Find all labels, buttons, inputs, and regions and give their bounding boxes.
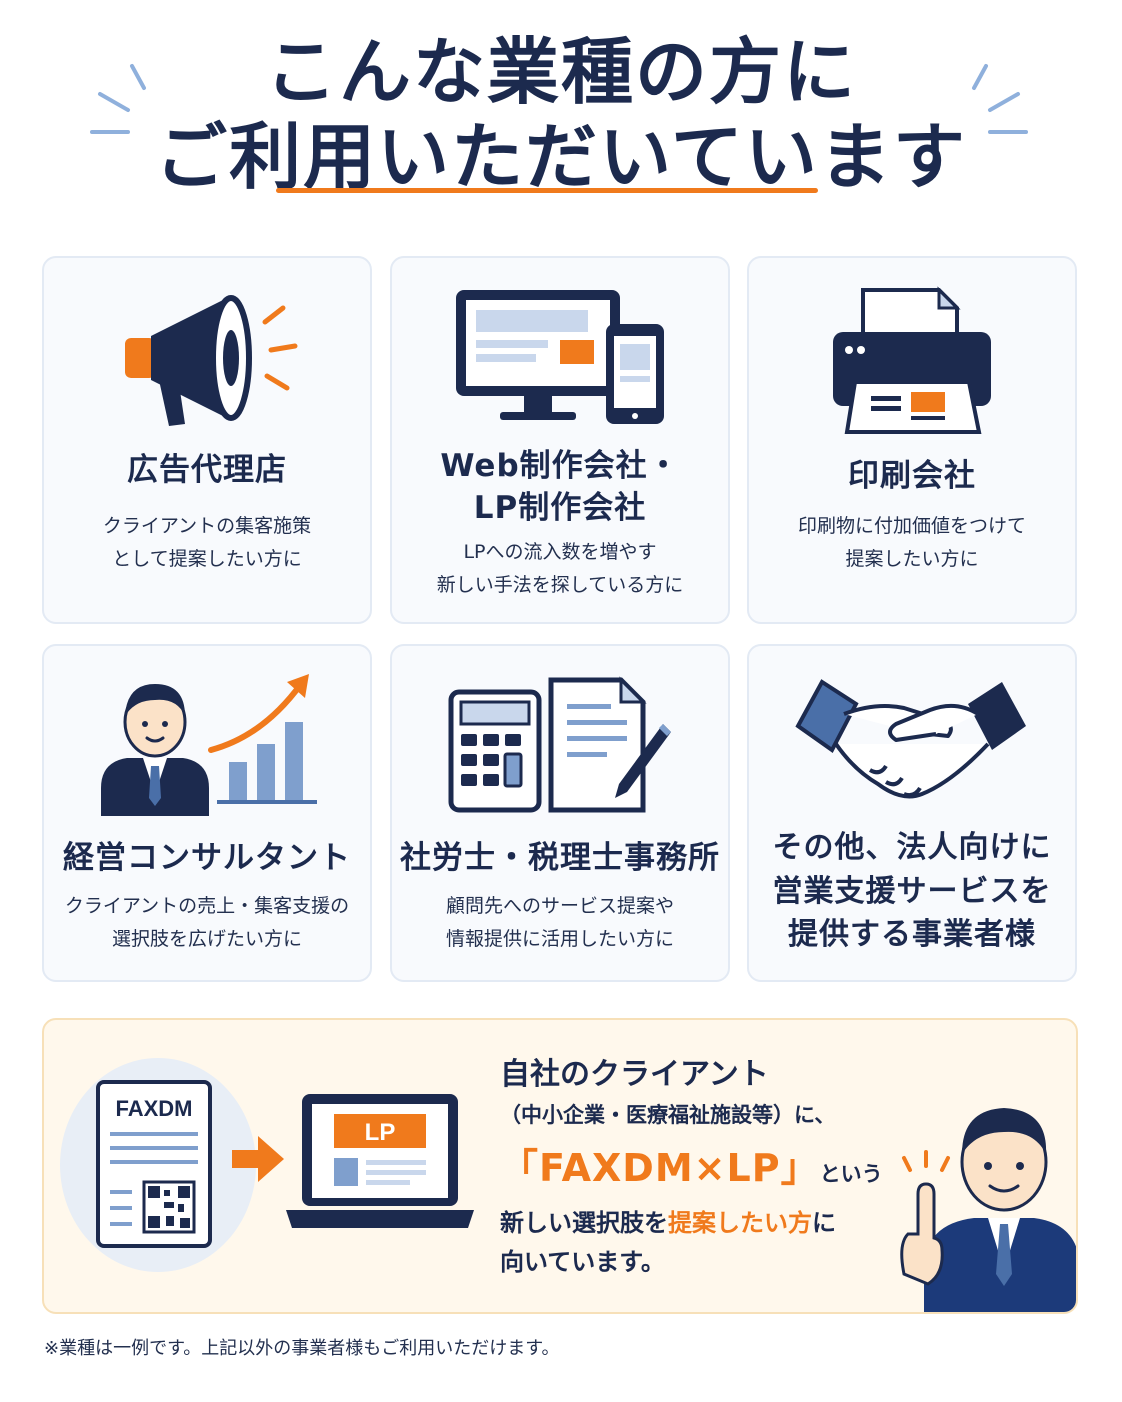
banner-highlight-suggest: 提案したい方 [668, 1208, 812, 1237]
consultant-growth-icon [101, 674, 317, 816]
card-description: LPへの流入数を増やす 新しい手法を探している方に [436, 541, 684, 597]
title-line-2: ご利用いただいています [155, 114, 967, 199]
header: こんな業種の方に ご利用いただいています [0, 30, 1122, 200]
card-title: Web制作会社・ LP制作会社 [440, 448, 680, 526]
banner-line-3: 「FAXDM×LP」という [500, 1145, 883, 1190]
card-description: 顧問先へのサービス提案や 情報提供に活用したい方に [445, 895, 674, 951]
handshake-icon [795, 679, 1026, 799]
card-title: 経営コンサルタント [63, 840, 351, 876]
footnote: ※業種は一例です。上記以外の事業者様もご利用いただけます。 [44, 1338, 560, 1359]
faxdm-document-icon: FAXDM [96, 1080, 212, 1248]
card-description: クライアントの売上・集客支援の 選択肢を広げたい方に [64, 895, 350, 951]
qr-code-icon [142, 1180, 196, 1234]
card-title: その他、法人向けに 営業支援サービスを 提供する事業者様 [772, 830, 1052, 952]
title-line-1: こんな業種の方に [264, 30, 857, 114]
printer-icon [833, 286, 991, 434]
card-printing: 印刷会社 印刷物に付加価値をつけて 提案したい方に [747, 256, 1077, 624]
card-tax-office: 社労士・税理士事務所 顧問先へのサービス提案や 情報提供に活用したい方に [390, 644, 730, 982]
banner-line-5: 向いています。 [500, 1248, 665, 1277]
businessman-pointing-icon [900, 1108, 1076, 1312]
card-web-production: Web制作会社・ LP制作会社 LPへの流入数を増やす 新しい手法を探している方… [390, 256, 730, 624]
card-ad-agency: 広告代理店 クライアントの集客施策 として提案したい方に [42, 256, 372, 624]
faxdm-label: FAXDM [116, 1096, 193, 1121]
megaphone-icon [125, 295, 298, 426]
card-description: 印刷物に付加価値をつけて 提案したい方に [797, 515, 1026, 571]
card-other: その他、法人向けに 営業支援サービスを 提供する事業者様 [747, 644, 1077, 982]
banner-line-4: 新しい選択肢を提案したい方に [500, 1208, 836, 1237]
card-title: 印刷会社 [848, 458, 976, 494]
faxdm-lp-banner: FAXDM [42, 1018, 1078, 1314]
banner-line-1: 自社のクライアント [500, 1057, 769, 1092]
sparkle-right-icon [972, 64, 1028, 134]
card-consultant: 経営コンサルタント クライアントの売上・集客支援の 選択肢を広げたい方に [42, 644, 372, 982]
card-title: 社労士・税理士事務所 [400, 840, 720, 876]
banner-message: 自社のクライアント （中小企業・医療福祉施設等）に、 「FAXDM×LP」という… [500, 1054, 920, 1282]
laptop-icon: LP [286, 1094, 474, 1228]
sparkle-left-icon [90, 64, 146, 134]
banner-highlight-product: 「FAXDM×LP」 [500, 1145, 820, 1190]
card-title: 広告代理店 [127, 452, 287, 488]
monitor-smartphone-icon [456, 290, 664, 424]
banner-line-2: （中小企業・医療福祉施設等）に、 [500, 1103, 836, 1127]
arrow-right-icon [232, 1136, 284, 1182]
title-underline [276, 188, 818, 193]
card-description: クライアントの集客施策 として提案したい方に [102, 515, 312, 571]
lp-label: LP [365, 1119, 396, 1146]
calculator-document-icon [448, 676, 671, 813]
